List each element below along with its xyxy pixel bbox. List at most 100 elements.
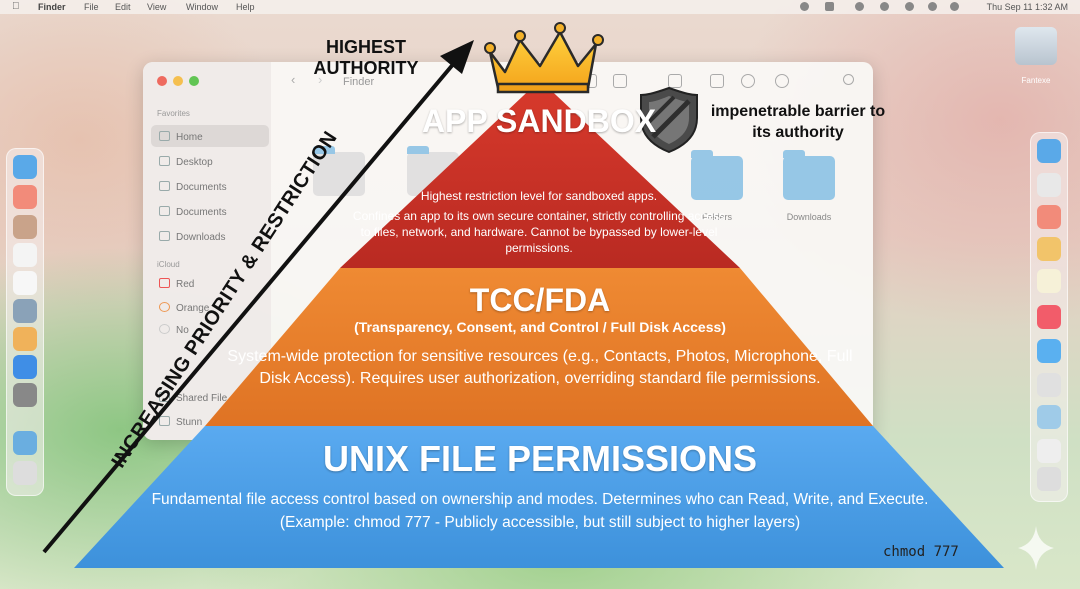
sidebar-tag-no[interactable]: No <box>159 324 189 336</box>
home-icon <box>159 131 170 141</box>
shield-icon <box>640 86 698 154</box>
app-icon[interactable] <box>1037 373 1061 397</box>
notes-app-icon[interactable] <box>1037 269 1061 293</box>
close-button[interactable] <box>157 76 167 86</box>
app-icon[interactable] <box>1037 173 1061 197</box>
apple-menu-icon[interactable]:  <box>12 1 20 12</box>
app-icon[interactable] <box>1037 439 1061 463</box>
desktop-icon <box>159 156 170 166</box>
back-icon[interactable]: ‹ <box>291 72 296 87</box>
sandbox-desc-line-2: Confines an app to its own secure contai… <box>352 209 726 255</box>
sidebar-item-stunn[interactable]: Stunn <box>159 416 202 428</box>
sandbox-desc-line-1: Highest restriction level for sandboxed … <box>420 189 658 203</box>
app-icon[interactable] <box>1037 237 1061 261</box>
sidebar-item-label: Downloads <box>176 232 226 243</box>
wifi-icon[interactable] <box>880 2 889 11</box>
sandbox-description: Highest restriction level for sandboxed … <box>352 188 726 256</box>
tag-icon <box>159 324 170 334</box>
control-center-icon[interactable] <box>928 2 937 11</box>
settings-app-icon[interactable] <box>13 383 37 407</box>
sidebar-favorites-header: Favorites <box>157 109 190 118</box>
music-app-icon[interactable] <box>1037 305 1061 329</box>
photos-app-icon[interactable] <box>13 327 37 351</box>
safari-app-icon[interactable] <box>1037 339 1061 363</box>
menu-window[interactable]: Window <box>186 2 219 12</box>
sidebar-item-label: Red <box>176 279 195 290</box>
tag-icon <box>159 278 170 288</box>
status-icon-3[interactable] <box>855 2 864 11</box>
folder-item-1[interactable] <box>313 146 365 196</box>
minimize-button[interactable] <box>173 76 183 86</box>
chmod-tag: chmod 777 <box>883 544 959 560</box>
menu-file[interactable]: File <box>84 2 99 12</box>
document-icon <box>159 206 170 216</box>
sidebar-item-label: Documents <box>176 207 227 218</box>
launchpad-app-icon[interactable] <box>13 185 37 209</box>
folder-label: Folders <box>701 212 732 222</box>
share-icon[interactable] <box>710 74 724 88</box>
sidebar-tag-orange[interactable]: Orange <box>159 302 209 314</box>
app-store-icon[interactable] <box>13 355 37 379</box>
tcc-title: TCC/FDA <box>469 282 611 318</box>
unix-permissions-layer <box>74 426 1004 568</box>
sidebar-tag-red[interactable]: Red <box>159 278 194 290</box>
group-icon[interactable] <box>668 74 682 88</box>
sidebar-item-downloads[interactable]: Downloads <box>159 231 225 243</box>
sidebar-item-desktop[interactable]: Desktop <box>159 156 213 168</box>
zoom-button[interactable] <box>189 76 199 86</box>
downloads-folder-icon[interactable] <box>783 150 835 200</box>
sidebar-item-home[interactable]: Home <box>159 131 203 143</box>
forward-icon[interactable]: › <box>318 72 323 87</box>
menu-help[interactable]: Help <box>236 2 255 12</box>
sidebar-item-label: Desktop <box>176 157 213 168</box>
tcc-subtitle: (Transparency, Consent, and Control / Fu… <box>354 319 726 335</box>
search-icon[interactable] <box>905 2 914 11</box>
sidebar-item-label: Documents <box>176 182 227 193</box>
menu-bar:  Finder File Edit View Window Help Thu … <box>0 0 1080 14</box>
folder-label: Downloads <box>786 212 832 222</box>
downloads-stack-icon[interactable] <box>1037 405 1061 429</box>
finder-app-icon[interactable] <box>1037 139 1061 163</box>
downloads-stack-icon[interactable] <box>13 431 37 455</box>
document-icon <box>159 181 170 191</box>
sidebar-icloud-header: iCloud <box>157 260 180 269</box>
search-toolbar-icon[interactable] <box>843 74 854 85</box>
left-dock <box>6 148 44 496</box>
tag-toolbar-icon[interactable] <box>741 74 755 88</box>
right-dock <box>1030 132 1068 502</box>
priority-arrow <box>42 40 474 554</box>
drive-icon[interactable] <box>1015 27 1057 65</box>
app-sandbox-layer <box>340 80 740 268</box>
tag-icon <box>159 302 170 312</box>
drive-label: Fantexe <box>1021 76 1051 85</box>
reminders-app-icon[interactable] <box>13 271 37 295</box>
status-icon-1[interactable] <box>800 2 809 11</box>
sidebar-item-label: Orange <box>176 303 210 314</box>
trash-icon[interactable] <box>13 461 37 485</box>
calendar-app-icon[interactable] <box>13 243 37 267</box>
sidebar-item-label: Stunn <box>176 417 203 428</box>
menu-clock[interactable]: Thu Sep 11 1:32 AM <box>986 2 1068 12</box>
finder-window-title: Finder <box>343 76 375 88</box>
launchpad-app-icon[interactable] <box>1037 205 1061 229</box>
sidebar-item-documents[interactable]: Documents <box>159 181 227 193</box>
gallery-icon[interactable] <box>613 74 627 88</box>
download-icon <box>159 231 170 241</box>
sidebar-item-documents-2[interactable]: Documents <box>159 206 227 218</box>
folder-icon[interactable] <box>691 150 743 200</box>
app-icon[interactable] <box>13 299 37 323</box>
barrier-label: impenetrable barrier to its authority <box>710 103 886 141</box>
menu-edit[interactable]: Edit <box>115 2 131 12</box>
finder-app-icon[interactable] <box>13 155 37 179</box>
app-icon[interactable] <box>13 215 37 239</box>
menu-view[interactable]: View <box>147 2 167 12</box>
trash-icon[interactable] <box>1037 467 1061 491</box>
menu-app-name[interactable]: Finder <box>38 2 66 12</box>
siri-icon[interactable] <box>950 2 959 11</box>
status-icon-2[interactable] <box>825 2 834 11</box>
sidebar-item-shared[interactable]: Shared File <box>159 392 227 404</box>
more-icon[interactable] <box>775 74 789 88</box>
crown-icon <box>484 22 604 94</box>
